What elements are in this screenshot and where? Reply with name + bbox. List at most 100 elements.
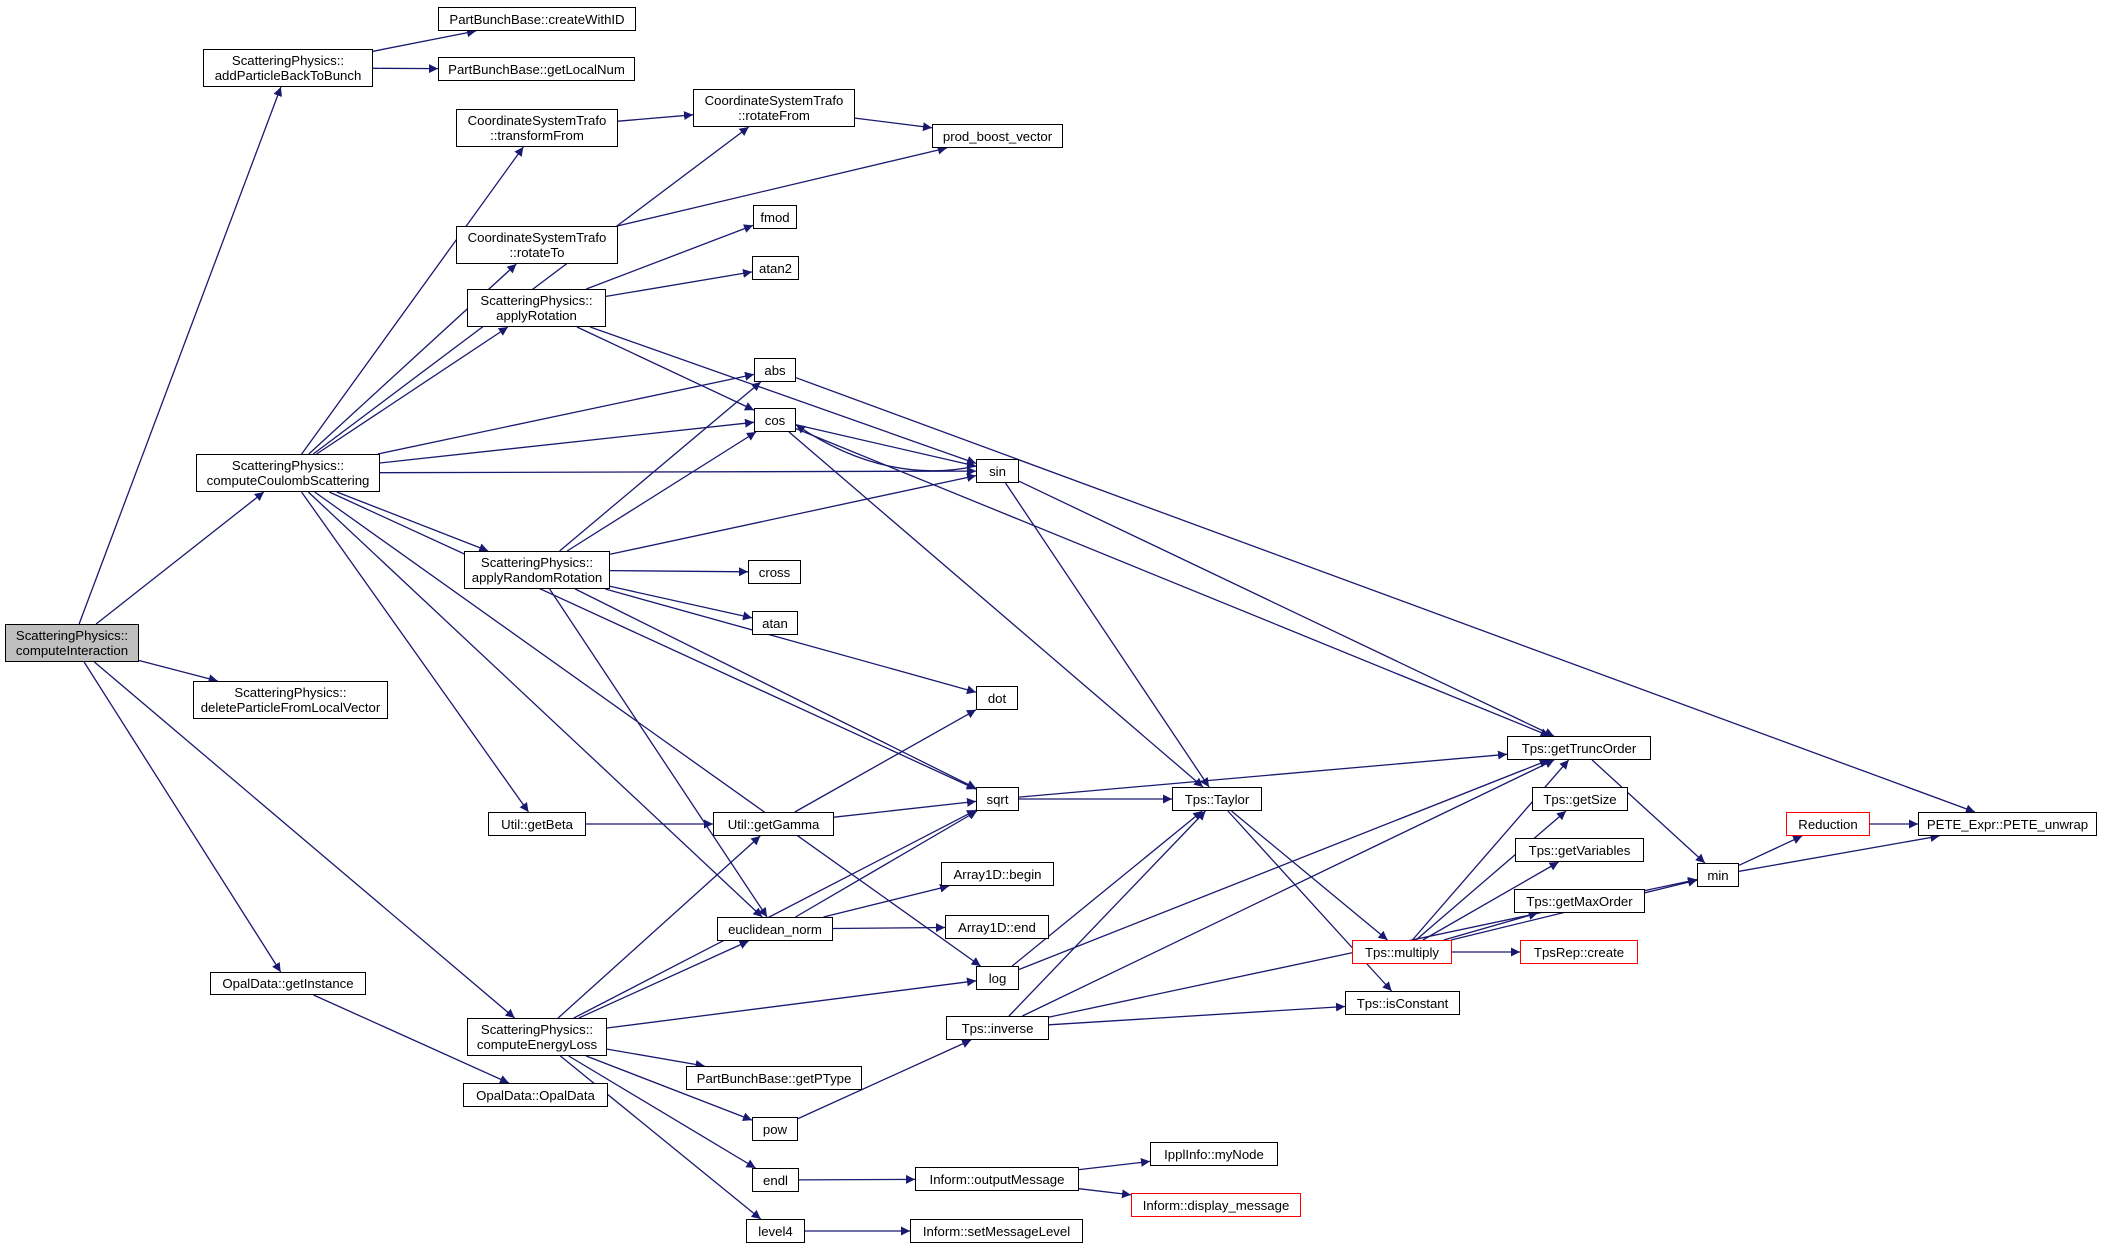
edge-computeEnergyLoss-to-euclideanNorm [578, 940, 749, 1019]
node-label: atan2 [758, 260, 792, 276]
edge-computeInteraction-to-deleteParticleFromLocalVector [138, 659, 218, 684]
node-label: Tps::getVariables [1528, 842, 1631, 858]
node-tps-get-variables[interactable]: Tps::getVariables [1515, 838, 1644, 862]
node-compute-energy-loss[interactable]: ScatteringPhysics:: computeEnergyLoss [467, 1018, 607, 1056]
node-label: Array1D::begin [953, 866, 1042, 882]
node-compute-interaction: ScatteringPhysics:: computeInteraction [5, 624, 139, 662]
node-log[interactable]: log [976, 966, 1019, 990]
node-tps-get-trunc-order[interactable]: Tps::getTruncOrder [1507, 736, 1651, 760]
node-part-bunch-base-get-local-num[interactable]: PartBunchBase::getLocalNum [438, 57, 635, 81]
node-cross[interactable]: cross [748, 560, 801, 584]
node-level4[interactable]: level4 [746, 1219, 805, 1243]
node-label: dot [987, 690, 1007, 706]
edge-computeInteraction-to-computeCoulombScattering [95, 491, 265, 625]
edge-getGamma-to-dot [794, 709, 977, 813]
edge-computeCoulombScattering-to-euclideanNorm [307, 491, 763, 918]
node-ippl-info-my-node[interactable]: IpplInfo::myNode [1150, 1142, 1278, 1166]
node-tps-inverse[interactable]: Tps::inverse [946, 1016, 1049, 1040]
node-apply-rotation[interactable]: ScatteringPhysics:: applyRotation [467, 289, 606, 327]
edge-computeInteraction-to-computeEnergyLoss [93, 661, 516, 1019]
node-inform-display-message[interactable]: Inform::display_message [1131, 1193, 1301, 1217]
node-opal-data-constructor[interactable]: OpalData::OpalData [463, 1083, 608, 1107]
edge-transformFrom-to-rotateFrom [617, 111, 694, 122]
node-label: euclidean_norm [728, 921, 822, 937]
edge-applyRandomRotation-to-dot [605, 588, 977, 695]
edge-tpsMultiply-to-tpsGetSize [1415, 810, 1567, 941]
node-reduction[interactable]: Reduction [1786, 812, 1870, 836]
node-atan2[interactable]: atan2 [752, 256, 799, 280]
edge-computeEnergyLoss-to-getGamma [557, 835, 761, 1019]
node-inform-output-message[interactable]: Inform::outputMessage [915, 1167, 1079, 1191]
node-pow[interactable]: pow [752, 1117, 798, 1141]
node-label: Util::getBeta [501, 816, 573, 832]
node-compute-coulomb-scattering[interactable]: ScatteringPhysics:: computeCoulombScatte… [196, 454, 380, 492]
node-delete-particle-from-local-vector[interactable]: ScatteringPhysics:: deleteParticleFromLo… [193, 681, 388, 719]
node-label: pow [762, 1121, 788, 1137]
edge-computeCoulombScattering-to-abs [377, 371, 755, 455]
edge-computeInteraction-to-addParticleBackToBunch [78, 86, 282, 625]
node-tps-get-max-order[interactable]: Tps::getMaxOrder [1514, 889, 1645, 913]
node-cos[interactable]: cos [754, 408, 796, 432]
node-min[interactable]: min [1697, 863, 1739, 887]
edge-abs-to-peteUnwrap [795, 377, 1976, 814]
node-prod-boost-vector[interactable]: prod_boost_vector [932, 124, 1063, 148]
node-label: Inform::display_message [1142, 1197, 1290, 1213]
node-label: log [988, 970, 1007, 986]
edge-getGamma-to-sqrt [833, 797, 977, 818]
node-atan[interactable]: atan [752, 611, 798, 635]
node-label: deleteParticleFromLocalVector [200, 700, 381, 715]
node-euclidean-norm[interactable]: euclidean_norm [717, 917, 833, 941]
node-coordinate-system-trafo-rotate-to[interactable]: CoordinateSystemTrafo ::rotateTo [456, 226, 618, 264]
node-tps-get-size[interactable]: Tps::getSize [1532, 787, 1628, 811]
node-label: min [1707, 867, 1729, 883]
node-array1d-end[interactable]: Array1D::end [945, 915, 1049, 939]
node-abs[interactable]: abs [754, 358, 796, 382]
node-label: Inform::setMessageLevel [922, 1223, 1071, 1239]
node-apply-random-rotation[interactable]: ScatteringPhysics:: applyRandomRotation [464, 551, 610, 589]
node-opal-data-get-instance[interactable]: OpalData::getInstance [210, 972, 366, 995]
node-label: fmod [760, 209, 790, 225]
node-tps-multiply[interactable]: Tps::multiply [1352, 940, 1452, 964]
node-label: PartBunchBase::getLocalNum [448, 61, 625, 77]
edge-applyRotation-to-cos [576, 326, 755, 411]
edge-computeCoulombScattering-to-applyRandomRotation [336, 491, 489, 552]
node-array1d-begin[interactable]: Array1D::begin [941, 862, 1054, 886]
node-util-get-beta[interactable]: Util::getBeta [488, 812, 586, 836]
node-pete-expr-pete-unwrap[interactable]: PETE_Expr::PETE_unwrap [1918, 812, 2097, 836]
edge-applyRandomRotation-to-euclideanNorm [549, 588, 768, 918]
node-label: ScatteringPhysics:: [15, 628, 129, 643]
node-label: OpalData::getInstance [222, 976, 354, 991]
node-coordinate-system-trafo-transform-from[interactable]: CoordinateSystemTrafo ::transformFrom [456, 109, 618, 147]
edge-min-to-peteUnwrap [1738, 833, 1940, 872]
node-tps-is-constant[interactable]: Tps::isConstant [1345, 991, 1460, 1015]
node-fmod[interactable]: fmod [753, 205, 797, 229]
edge-computeCoulombScattering-to-log [314, 491, 981, 967]
node-label: cross [758, 564, 791, 580]
edge-applyRotation-to-fmod [586, 224, 754, 290]
edge-computeEnergyLoss-to-getPType [606, 1048, 705, 1069]
edge-tpsGetTruncOrder-to-min [1591, 759, 1706, 864]
node-tps-rep-create[interactable]: TpsRep::create [1520, 940, 1638, 964]
node-add-particle-back-to-bunch[interactable]: ScatteringPhysics:: addParticleBackToBun… [203, 49, 373, 87]
edge-computeCoulombScattering-to-sin [379, 466, 977, 476]
edge-sqrt-to-tpsGetTruncOrder [1018, 750, 1508, 798]
node-label: prod_boost_vector [942, 128, 1053, 144]
node-tps-taylor[interactable]: Tps::Taylor [1172, 787, 1262, 811]
edge-rotateFrom-to-prodBoostVector [854, 117, 933, 132]
node-label: OpalData::OpalData [476, 1087, 595, 1103]
edge-computeInteraction-to-opalGetInstance [83, 661, 282, 973]
node-inform-set-message-level[interactable]: Inform::setMessageLevel [910, 1219, 1083, 1243]
edge-euclideanNorm-to-array1dEnd [832, 923, 946, 933]
edge-computeEnergyLoss-to-pow [585, 1055, 753, 1122]
edge-opalGetInstance-to-opalDataCtor [313, 994, 510, 1084]
node-sqrt[interactable]: sqrt [976, 787, 1019, 811]
node-part-bunch-base-get-p-type[interactable]: PartBunchBase::getPType [686, 1066, 862, 1090]
node-dot[interactable]: dot [976, 686, 1018, 710]
node-util-get-gamma[interactable]: Util::getGamma [713, 812, 834, 836]
edge-applyRotation-to-sin [589, 326, 977, 465]
node-sin[interactable]: sin [976, 459, 1019, 483]
node-label: cos [764, 412, 786, 428]
node-coordinate-system-trafo-rotate-from[interactable]: CoordinateSystemTrafo ::rotateFrom [693, 89, 855, 127]
node-endl[interactable]: endl [752, 1168, 799, 1192]
node-part-bunch-base-create-with-id[interactable]: PartBunchBase::createWithID [438, 7, 636, 31]
